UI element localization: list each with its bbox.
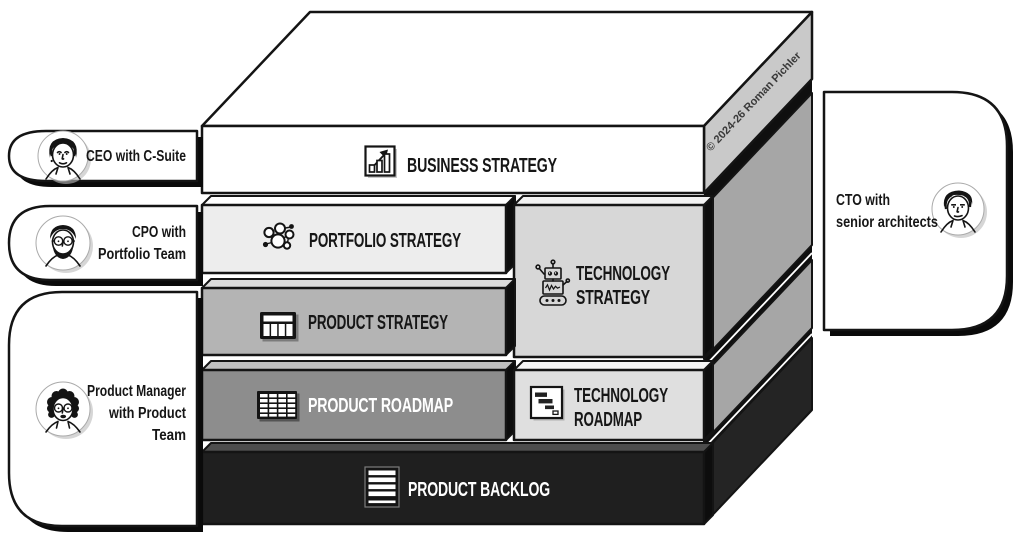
roadmap-grid-icon (257, 391, 300, 422)
role-card-product-manager: Product Manager with Product Team (7, 290, 203, 532)
stack-side-faces (703, 79, 813, 525)
role-label-cto-line1: CTO with (836, 192, 890, 209)
role-card-cto: CTO with senior architects (822, 90, 1013, 336)
technology-roadmap-front-face (512, 368, 706, 442)
role-label-ceo: CEO with C-Suite (86, 148, 186, 165)
robot-icon (535, 259, 571, 306)
layer-product-backlog (200, 442, 714, 526)
role-label-pm-line2: with Product (108, 405, 186, 422)
business-strategy-label: BUSINESS STRATEGY (407, 155, 558, 177)
product-backlog-front-face (200, 450, 706, 526)
portfolio-top-bevel (201, 195, 516, 206)
role-card-cpo: CPO with Portfolio Team (7, 204, 203, 286)
card-body (7, 290, 199, 528)
portfolio-network-icon (262, 222, 295, 250)
role-label-pm-line3: Team (152, 427, 186, 444)
product-backlog-right-bevel (703, 442, 714, 525)
backlog-list-icon (364, 466, 400, 508)
layer-product-strategy (200, 278, 516, 357)
gantt-roadmap-icon (529, 385, 565, 421)
product-manager-avatar (45, 388, 81, 433)
tech-roadmap-right-bevel (703, 360, 714, 441)
side-highlight (703, 252, 813, 368)
technology-strategy-label-line2: STRATEGY (576, 287, 651, 309)
side-gap (704, 79, 812, 209)
product-strategy-label: PRODUCT STRATEGY (308, 312, 449, 334)
layer-product-roadmap (200, 360, 516, 442)
portfolio-strategy-front-face (200, 203, 508, 275)
product-strategy-top-bevel (201, 278, 516, 289)
product-roadmap-label: PRODUCT ROADMAP (308, 395, 453, 417)
tech-strategy-right-bevel (703, 195, 714, 358)
technology-strategy-label-line1: TECHNOLOGY (576, 263, 671, 285)
role-label-cto-line2: senior architects (836, 214, 938, 231)
ceo-avatar (45, 138, 81, 180)
cpo-avatar (45, 225, 81, 267)
card-body (822, 90, 1009, 332)
role-label-cpo-line2: Portfolio Team (98, 246, 186, 263)
role-card-ceo: CEO with C-Suite (7, 129, 203, 187)
tech-strategy-top-bevel (513, 195, 714, 206)
growth-chart-icon (364, 145, 397, 178)
portfolio-strategy-label: PORTFOLIO STRATEGY (309, 230, 462, 252)
product-strategy-front-face (200, 286, 508, 357)
role-label-pm-line1: Product Manager (87, 383, 186, 400)
layer-portfolio-strategy (200, 195, 516, 275)
technology-roadmap-label-line2: ROADMAP (574, 409, 642, 431)
technology-roadmap-label-line1: TECHNOLOGY (574, 385, 669, 407)
product-roadmap-top-bevel (201, 360, 516, 371)
product-backlog-label: PRODUCT BACKLOG (408, 479, 550, 501)
product-strategy-right-bevel (505, 278, 516, 356)
tech-roadmap-top-bevel (513, 360, 714, 371)
cto-avatar (940, 190, 976, 233)
side-highlight (703, 333, 813, 449)
business-strategy-front-face (200, 124, 706, 195)
product-canvas-icon (260, 312, 299, 342)
product-backlog-top-bevel (201, 442, 714, 453)
product-roadmap-front-face (200, 368, 508, 442)
layer-technology-roadmap (512, 360, 714, 442)
role-label-cpo-line1: CPO with (132, 224, 186, 241)
